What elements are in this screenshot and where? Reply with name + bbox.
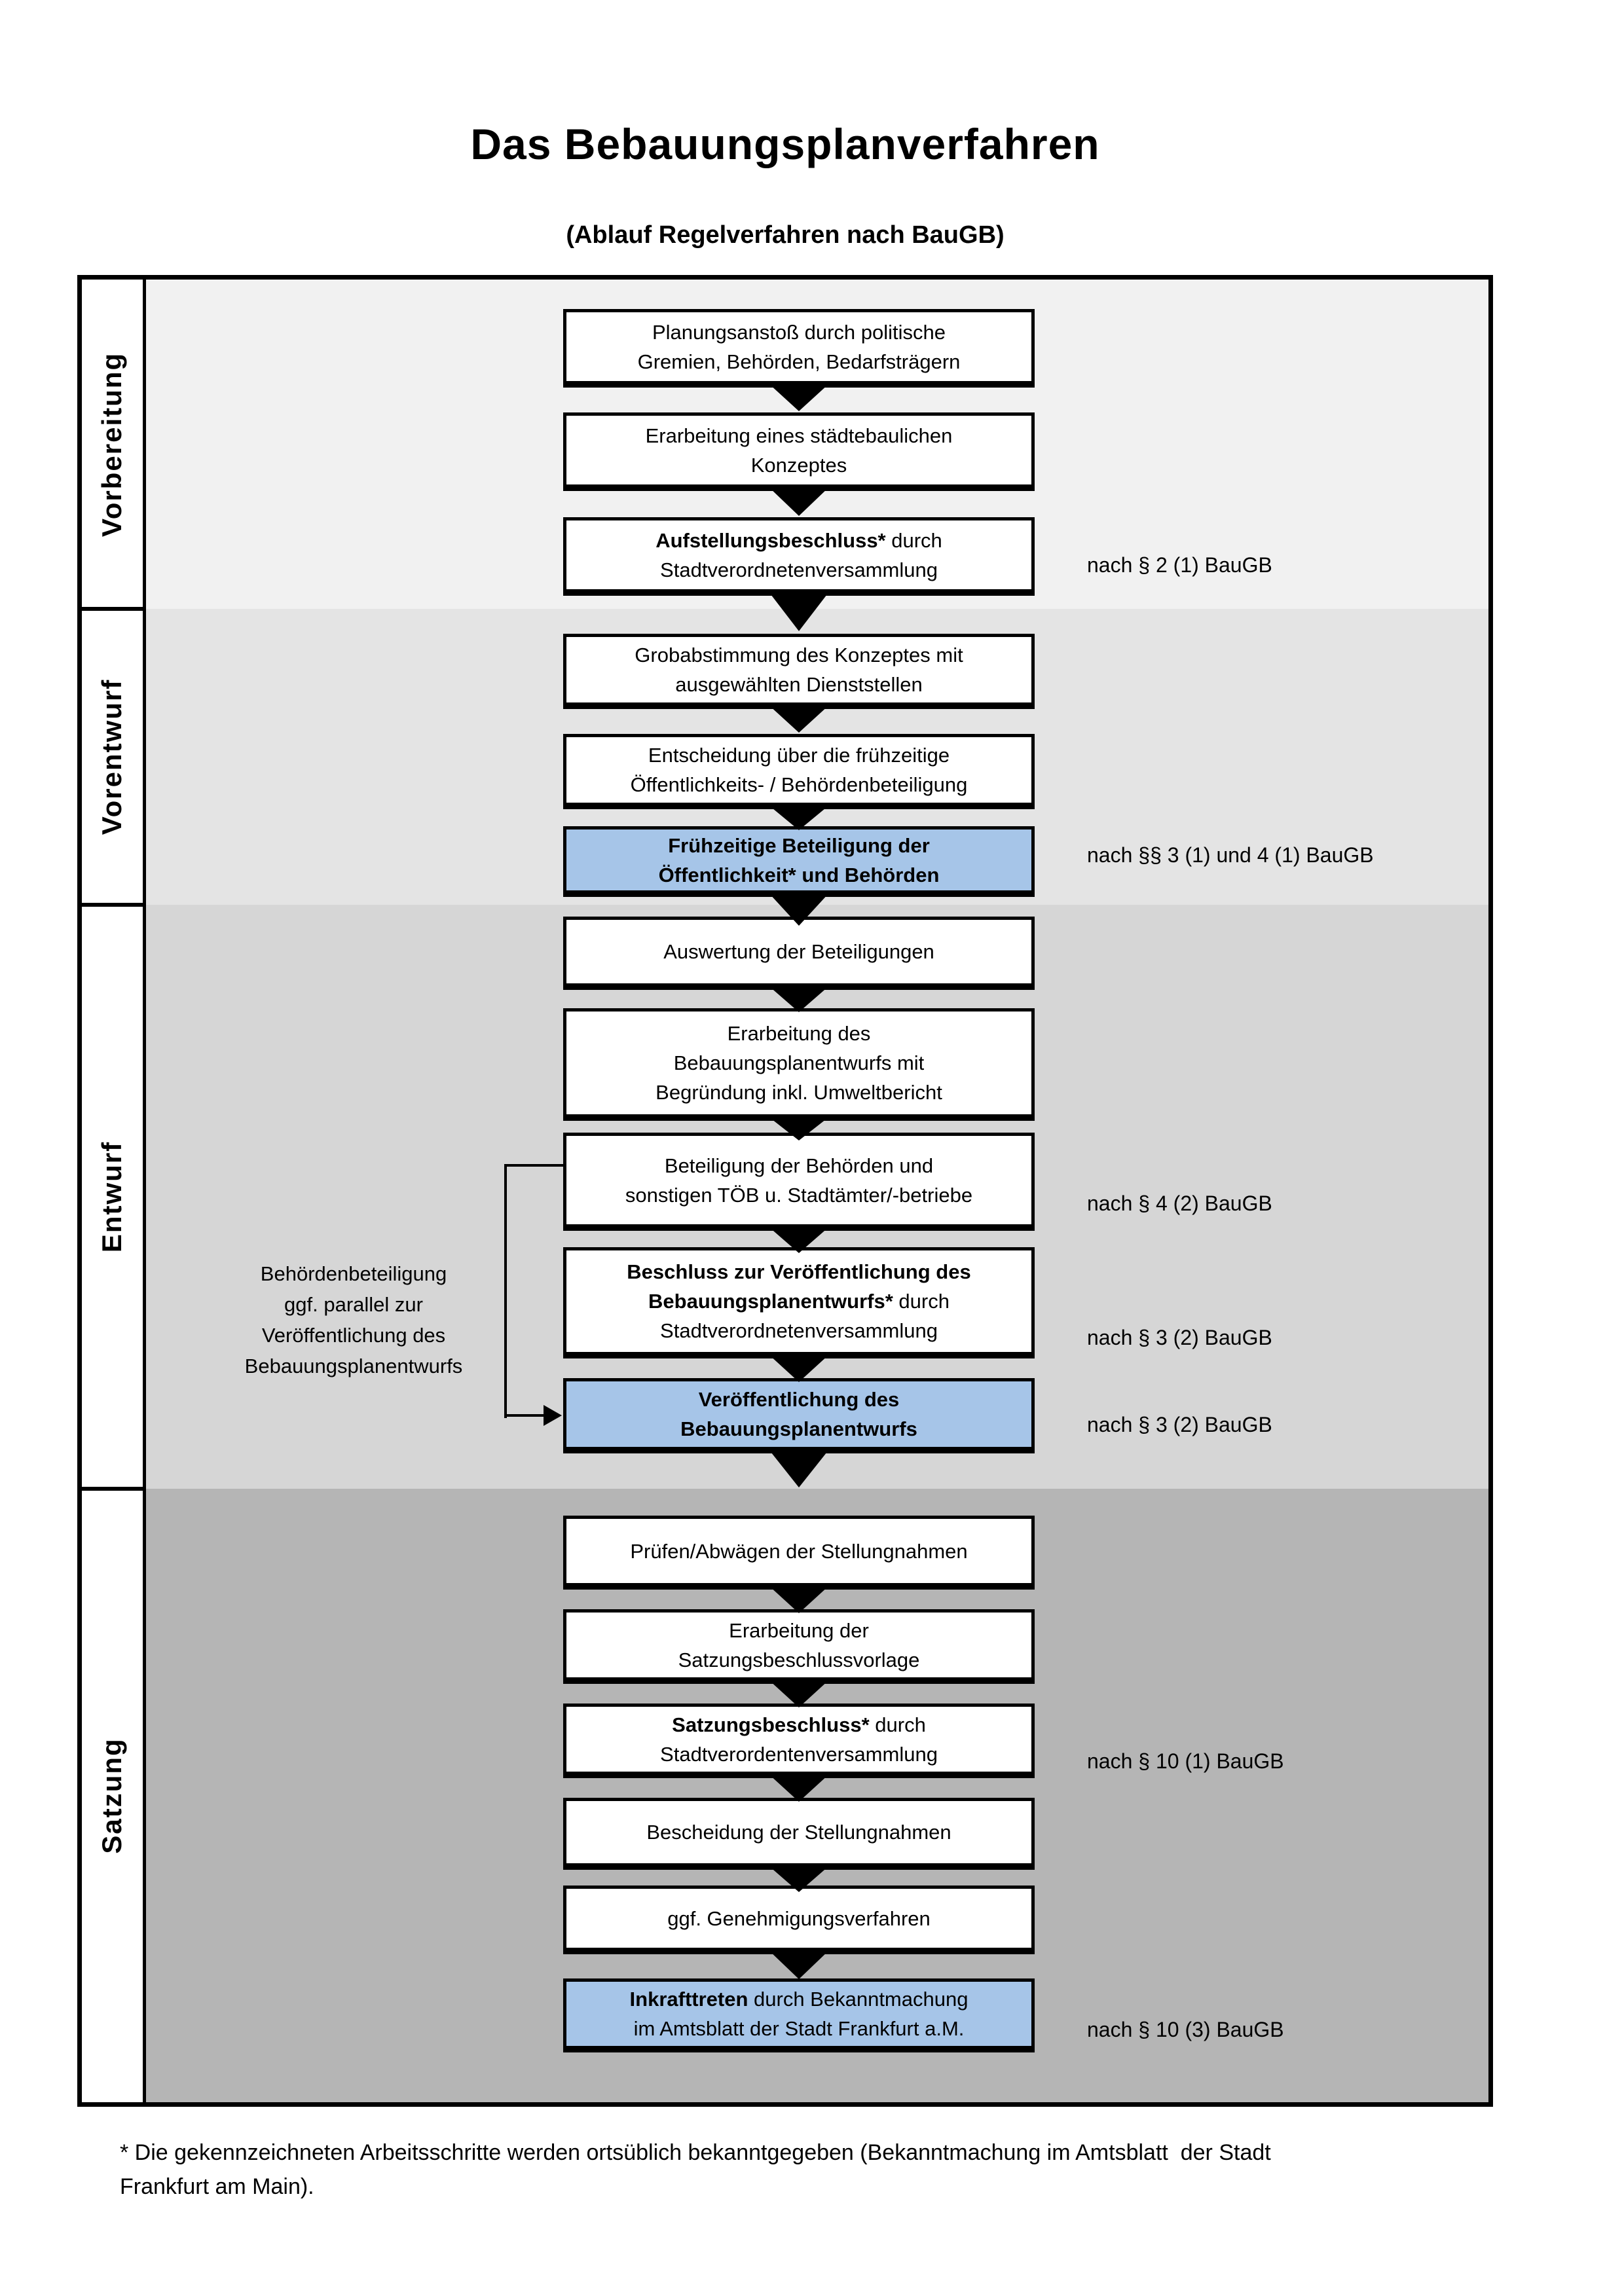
flow-box-line: Erarbeitung des	[727, 1022, 871, 1045]
flow-arrow-down-icon	[769, 893, 829, 926]
flow-arrow-down-icon	[769, 384, 829, 411]
flow-arrow-down-icon	[769, 1586, 829, 1613]
flow-box-line: ggf. Genehmigungsverfahren	[667, 1906, 931, 1930]
law-reference: nach § 3 (2) BauGB	[1087, 1413, 1272, 1436]
flow-box-line: Beteiligung der Behörden und	[664, 1154, 934, 1177]
connector-vertical	[504, 1164, 507, 1418]
law-reference: nach §§ 3 (1) und 4 (1) BauGB	[1087, 843, 1374, 867]
flow-box-16: ggf. Genehmigungsverfahren	[563, 1886, 1035, 1954]
flow-box-line: Stadtverordnetenversammlung	[660, 1319, 938, 1342]
law-reference: nach § 2 (1) BauGB	[1087, 553, 1272, 577]
flow-box-line: Auswertung der Beteiligungen	[663, 940, 934, 963]
flow-arrow-down-icon	[769, 805, 829, 830]
flow-box-line: Begründung inkl. Umweltbericht	[655, 1081, 942, 1104]
law-reference: nach § 10 (1) BauGB	[1087, 1749, 1284, 1773]
flow-box-line: Öffentlichkeits- / Behördenbeteiligung	[630, 773, 968, 796]
flow-arrow-down-icon	[769, 705, 829, 733]
flow-box-line: Erarbeitung eines städtebaulichen	[645, 424, 953, 447]
flow-arrow-down-icon	[769, 1680, 829, 1707]
connector-top-stub	[504, 1164, 563, 1167]
phase-label-vorbereitung: Vorbereitung	[96, 352, 127, 537]
side-note-line: Bebauungsplanentwurfs	[244, 1355, 463, 1377]
flow-arrow-down-icon	[769, 1950, 829, 1979]
flow-box-line: Konzeptes	[750, 453, 847, 477]
law-reference: nach § 3 (2) BauGB	[1087, 1326, 1272, 1349]
footnote: * Die gekennzeichneten Arbeitsschritte w…	[120, 2140, 1271, 2199]
connector-arrow-right-icon	[544, 1405, 562, 1426]
flow-box-7: Auswertung der Beteiligungen	[563, 917, 1035, 990]
flow-box-line: Beschluss zur Veröffentlichung des	[627, 1260, 971, 1283]
phase-label-vorentwurf: Vorentwurf	[96, 678, 127, 835]
flow-box-9: Beteiligung der Behörden und sonstigen TÖ…	[563, 1133, 1035, 1231]
phase-label-column	[82, 280, 143, 2102]
flow-arrow-down-icon	[769, 1449, 829, 1487]
flow-arrow-down-icon	[769, 1227, 829, 1253]
flow-box-line: Satzungsbeschlussvorlage	[678, 1648, 920, 1671]
flow-arrow-down-icon	[769, 487, 829, 516]
connector-bottom-stub	[504, 1414, 545, 1417]
flow-box-line: Bebauungsplanentwurfs* durch	[648, 1290, 950, 1313]
flow-box-line: Prüfen/Abwägen der Stellungnahmen	[630, 1539, 968, 1563]
flow-box-line: Entscheidung über die frühzeitige	[648, 744, 950, 767]
flow-box-line: Satzungsbeschluss* durch	[672, 1713, 926, 1736]
phase-divider-3	[82, 1487, 146, 1491]
phase-label-entwurf: Entwurf	[96, 1140, 127, 1253]
diagram-title: Das Bebauungsplanverfahren	[470, 120, 1100, 168]
flow-arrow-down-icon	[769, 1117, 829, 1140]
side-note-line: Veröffentlichung des	[261, 1324, 446, 1347]
flow-box-line: Erarbeitung der	[729, 1618, 869, 1642]
flow-arrow-down-icon	[769, 1866, 829, 1892]
phase-divider-2	[82, 903, 146, 907]
flow-box-line: Frühzeitige Beteiligung der	[668, 833, 930, 857]
flow-box-15: Bescheidung der Stellungnahmen	[563, 1798, 1035, 1870]
side-note-line: ggf. parallel zur	[284, 1293, 423, 1316]
flow-box-4: Grobabstimmung des Konzeptes mit ausgewäh…	[563, 634, 1035, 709]
flow-box-line: sonstigen TÖB u. Stadtämter/-betriebe	[625, 1183, 973, 1207]
flow-box-line: Gremien, Behörden, Bedarfsträgern	[637, 350, 961, 373]
flow-arrow-down-icon	[769, 986, 829, 1012]
flow-arrow-down-icon	[769, 1355, 829, 1382]
flow-box-12: Prüfen/Abwägen der Stellungnahmen	[563, 1516, 1035, 1590]
flow-box-line: Inkrafttreten durch Bekanntmachung	[629, 1988, 969, 2011]
flow-arrow-down-icon	[769, 592, 829, 631]
flow-box-line: ausgewählten Dienststellen	[675, 673, 923, 696]
law-reference: nach § 10 (3) BauGB	[1087, 2018, 1284, 2041]
flow-box-line: Planungsanstoß durch politische	[652, 320, 946, 344]
law-reference: nach § 4 (2) BauGB	[1087, 1192, 1272, 1215]
flow-box-line: im Amtsblatt der Stadt Frankfurt a.M.	[633, 2017, 965, 2040]
flow-box-line: Grobabstimmung des Konzeptes mit	[635, 644, 963, 666]
flow-box-line: Bebauungsplanentwurfs mit	[673, 1051, 925, 1074]
flow-box-line: Aufstellungsbeschluss* durch	[655, 528, 942, 552]
flow-box-line: Stadtverordentenversammlung	[660, 1742, 938, 1766]
phase-label-column-divider	[143, 280, 146, 2102]
diagram-subtitle: (Ablauf Regelverfahren nach BauGB)	[566, 221, 1005, 249]
flow-box-line: Veröffentlichung des	[698, 1388, 900, 1411]
phase-divider-1	[82, 607, 146, 611]
flow-box-line: Bescheidung der Stellungnahmen	[646, 1821, 951, 1844]
flow-box-line: Öffentlichkeit* und Behörden	[658, 863, 940, 886]
flow-box-line: Bebauungsplanentwurfs	[680, 1417, 917, 1440]
phase-label-satzung: Satzung	[96, 1737, 127, 1854]
flow-box-17: Inkrafttreten durch Bekanntmachung im Amt…	[563, 1978, 1035, 2052]
flow-arrow-down-icon	[769, 1774, 829, 1802]
flow-box-line: Stadtverordnetenversammlung	[660, 558, 938, 581]
side-note-line: Behördenbeteiligung	[260, 1262, 447, 1285]
